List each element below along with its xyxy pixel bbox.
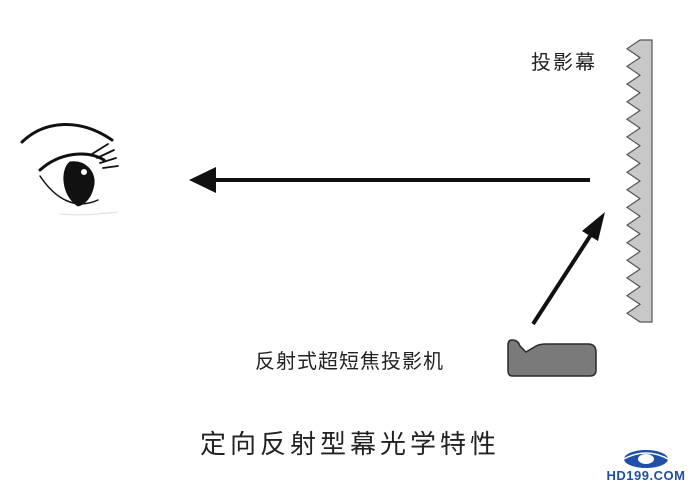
screen-label: 投影幕 <box>531 50 597 74</box>
projector-label: 反射式超短焦投影机 <box>255 349 444 373</box>
projected-light-arrow <box>531 212 605 326</box>
screen-icon <box>625 39 653 323</box>
projector-icon <box>507 339 597 377</box>
reflected-light-arrow <box>189 167 590 193</box>
watermark-text: HD199.COM <box>606 468 686 483</box>
watermark-logo: HD199.COM <box>596 448 696 488</box>
logo-eye-icon <box>621 450 671 468</box>
diagram-caption: 定向反射型幕光学特性 <box>199 430 500 460</box>
eye-icon <box>20 123 119 216</box>
